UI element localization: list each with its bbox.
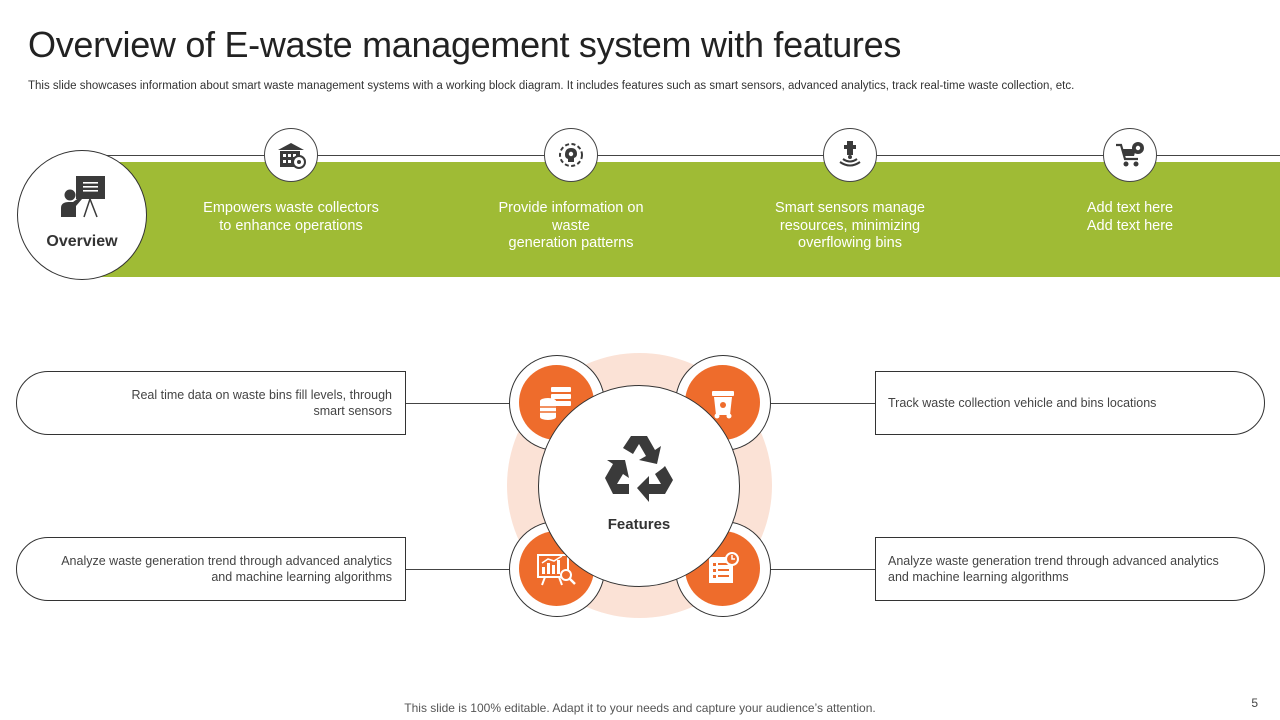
feature-callout-text: Analyze waste generation trend through a…: [61, 554, 392, 584]
slide-title: Overview of E-waste management system wi…: [28, 24, 902, 65]
overview-label: Overview: [46, 233, 118, 250]
feature-callout: Analyze waste generation trend through a…: [875, 537, 1265, 601]
building-gear-icon: [264, 128, 318, 182]
features-center-circle: Features: [538, 385, 740, 587]
footer-note: This slide is 100% editable. Adapt it to…: [404, 701, 876, 715]
feature-callout-text: Track waste collection vehicle and bins …: [888, 396, 1157, 410]
recycle-icon: [603, 432, 675, 507]
slide-subtitle: This slide showcases information about s…: [28, 80, 1075, 92]
feature-callout: Analyze waste generation trend through a…: [16, 537, 406, 601]
connector-line: [770, 569, 875, 570]
connector-line: [405, 569, 510, 570]
sensor-signal-icon: [823, 128, 877, 182]
brain-gear-icon: [544, 128, 598, 182]
presentation-icon: [60, 175, 108, 224]
connector-line: [405, 403, 510, 404]
overview-top-line: [84, 155, 1280, 156]
features-label: Features: [607, 516, 671, 533]
page-number: 5: [1251, 696, 1258, 710]
feature-callout-text: Real time data on waste bins fill levels…: [131, 388, 392, 418]
feature-callout: Track waste collection vehicle and bins …: [875, 371, 1265, 435]
feature-callout-text: Analyze waste generation trend through a…: [888, 554, 1219, 584]
feature-callout: Real time data on waste bins fill levels…: [16, 371, 406, 435]
overview-circle: Overview: [17, 150, 147, 280]
feature-icon-circle: [675, 521, 771, 617]
connector-line: [770, 403, 875, 404]
cart-gear-icon: [1103, 128, 1157, 182]
